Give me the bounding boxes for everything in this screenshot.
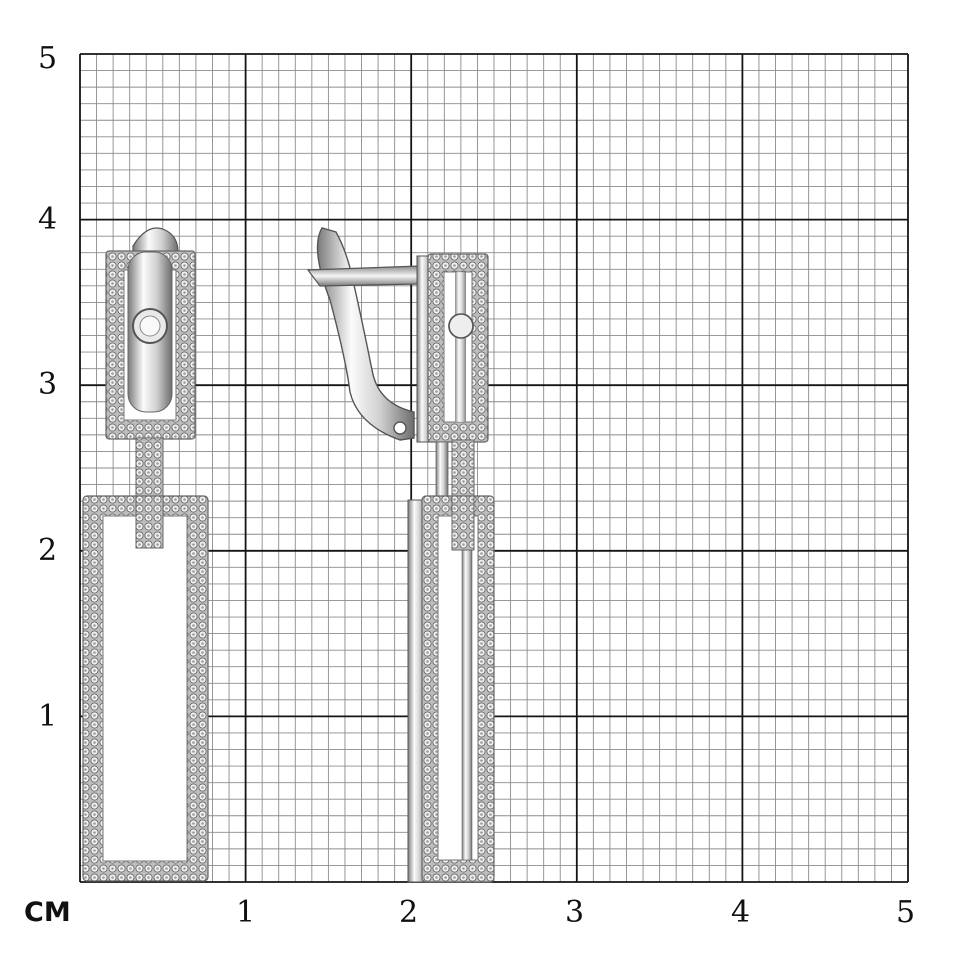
side-lock-hook <box>316 227 415 441</box>
unit-label: CM <box>24 897 71 928</box>
y-tick-1: 1 <box>38 699 58 734</box>
earring-side-view <box>306 227 495 883</box>
earring-front-view <box>82 227 209 882</box>
y-tick-4: 4 <box>38 202 58 237</box>
y-tick-5: 5 <box>38 41 58 76</box>
y-tick-3: 3 <box>38 367 58 402</box>
y-tick-2: 2 <box>38 533 58 568</box>
x-tick-5: 5 <box>896 895 916 930</box>
x-tick-4: 4 <box>731 895 751 930</box>
side-lock-bar <box>306 265 421 287</box>
x-tick-1: 1 <box>236 895 256 930</box>
x-tick-2: 2 <box>399 895 419 930</box>
x-tick-3: 3 <box>565 895 585 930</box>
front-hinge-top <box>132 227 179 253</box>
